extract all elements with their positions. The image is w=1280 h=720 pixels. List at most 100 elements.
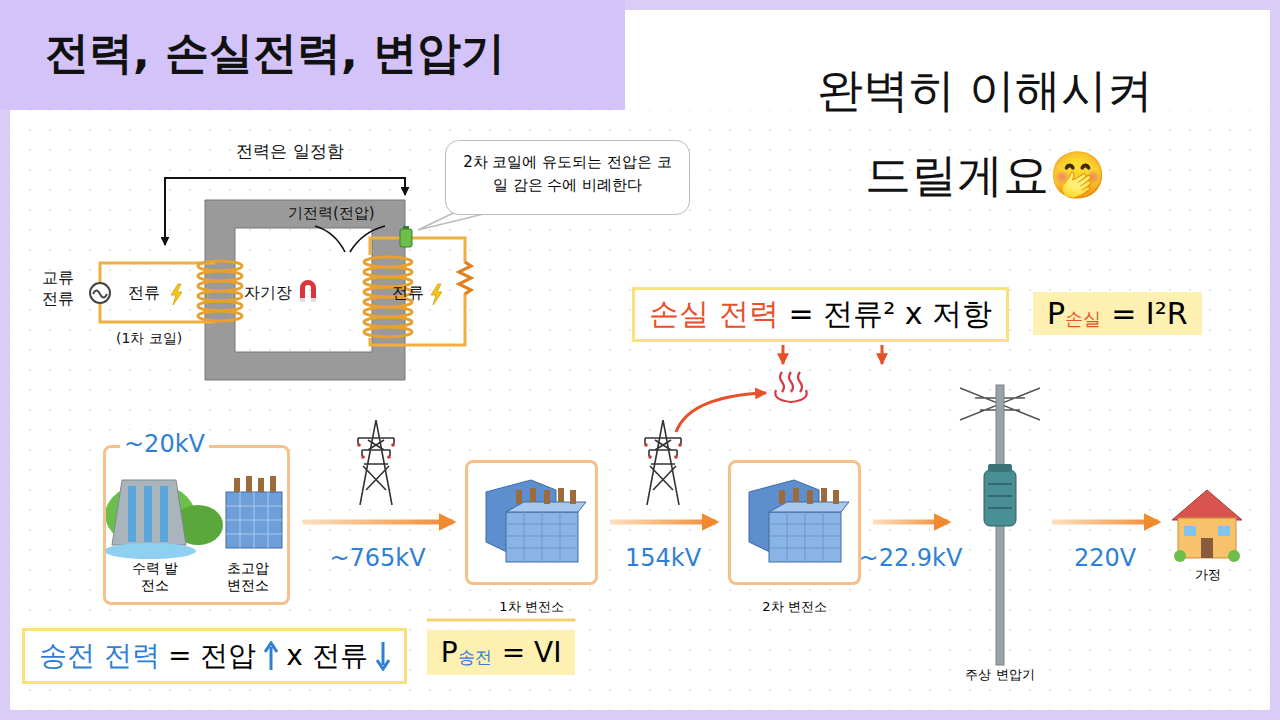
utility-pole	[960, 385, 1040, 665]
house: 가정	[1170, 490, 1245, 560]
source-label: 교류 전류	[42, 268, 80, 310]
voltage-label: ~765kV	[329, 544, 425, 572]
node-text: 가정	[1150, 566, 1265, 584]
substation-building	[749, 480, 849, 562]
arrow-label: 전력은 일정함	[220, 140, 360, 163]
formula-box: 송전 전력= 전압 x 전류	[22, 628, 407, 684]
flow-arrow	[1052, 520, 1158, 525]
node-text: = 전압	[168, 637, 256, 675]
formula-box: 손실 전력= 전류² x 저항	[632, 287, 1009, 342]
heat-arrows	[676, 393, 766, 432]
power-plant	[128, 486, 136, 542]
substation-box: 1차 변전소	[465, 460, 598, 585]
power-plant	[258, 478, 264, 492]
heat-icon	[775, 372, 806, 402]
voltage-label: ~22.9kV	[859, 544, 963, 572]
heat-icon	[780, 372, 802, 392]
node-text: 초고압 변전소	[218, 560, 278, 594]
current-label: 전류	[392, 283, 424, 304]
power-plant	[144, 486, 152, 542]
primary-circuit	[100, 263, 215, 322]
resistor-symbol	[459, 262, 471, 294]
power-constant-arrow	[165, 178, 405, 245]
node-text: P	[441, 636, 458, 669]
heat-arrows	[881, 345, 884, 364]
flow-arrow	[610, 520, 716, 525]
primary-coil	[198, 311, 242, 321]
substation-building	[465, 460, 598, 585]
node-text: 수력 발전소	[128, 560, 182, 594]
house-icon	[1172, 490, 1242, 520]
emf-pointer	[315, 226, 385, 252]
substation-building	[728, 460, 861, 585]
flow-arrow	[302, 520, 453, 525]
node-text: 송전 전력	[39, 637, 160, 675]
underline-bar	[427, 619, 576, 622]
node-text: 2차 변전소	[711, 598, 878, 616]
headline: 완벽히 이해시켜 드릴게요🤭	[800, 48, 1170, 218]
underline-bar	[427, 620, 576, 621]
node-text: x 전류	[286, 637, 367, 675]
callout-bubble: 2차 코일에 유도되는 전압은 코일 감은 수에 비례한다	[445, 140, 690, 215]
node-text: 송전	[458, 646, 492, 669]
resistor-symbol	[459, 262, 471, 294]
lightning-icon	[171, 284, 442, 305]
node-text: 2차 코일에 유도되는 전압은 코일 감은 수에 비례한다	[458, 151, 677, 196]
formula-symbol: P손실= I²R	[1033, 292, 1202, 335]
lightning-icon	[171, 284, 182, 305]
substation-building	[486, 480, 586, 562]
ac-source	[90, 283, 110, 303]
house-icon	[1228, 550, 1240, 562]
house-icon	[1218, 526, 1230, 536]
node-text: = 전류² x 저항	[789, 294, 993, 335]
house-icon	[1174, 550, 1186, 562]
house-icon	[1172, 490, 1242, 562]
magnet-icon	[311, 298, 316, 302]
voltage-label: 154kV	[625, 544, 701, 572]
house-icon	[1201, 538, 1213, 558]
power-plant	[246, 476, 252, 492]
pole-transformer: 주상 변압기	[960, 385, 1040, 660]
utility-pole	[984, 470, 1016, 526]
battery-icon	[400, 229, 412, 247]
power-plant	[270, 476, 276, 492]
flow-arrow	[873, 520, 948, 525]
secondary-circuit	[370, 238, 471, 345]
heat-arrows	[782, 345, 785, 364]
heat-arrows	[676, 345, 882, 432]
decrease-arrow	[376, 641, 390, 671]
page-title: 전력, 손실전력, 변압기	[45, 24, 505, 83]
node-text: 손실	[1065, 307, 1101, 331]
magnet-icon	[300, 280, 316, 298]
node-text: = VI	[502, 636, 562, 669]
substation-box: 2차 변전소	[728, 460, 861, 585]
transmission-tower	[644, 420, 682, 505]
increase-arrow	[264, 641, 278, 671]
power-plant	[103, 445, 290, 605]
power-plant	[234, 478, 240, 492]
lightning-icon	[431, 284, 442, 305]
formula-symbol: P송전 = VI	[427, 630, 576, 675]
emf-label: 기전력(전압)	[288, 204, 375, 223]
field-label: 자기장	[244, 283, 292, 304]
power-constant-arrow	[165, 178, 405, 245]
current-label: 전류	[128, 283, 160, 304]
power-plant	[112, 480, 186, 545]
primary-circuit	[100, 263, 215, 322]
plant-group: ~20kV수력 발전소초고압 변전소	[103, 445, 290, 605]
substation-building	[465, 460, 861, 585]
heat-icon	[775, 390, 806, 402]
emf-pointer	[315, 226, 385, 252]
ac-source	[90, 283, 110, 303]
power-plant	[160, 486, 168, 542]
magnet-icon	[300, 280, 316, 302]
node-text: ~20kV	[120, 430, 209, 458]
secondary-coil	[364, 327, 412, 337]
page-ground	[0, 0, 625, 110]
battery-icon	[400, 226, 412, 247]
node-text: 손실 전력	[649, 294, 779, 335]
power-plant	[103, 445, 290, 605]
